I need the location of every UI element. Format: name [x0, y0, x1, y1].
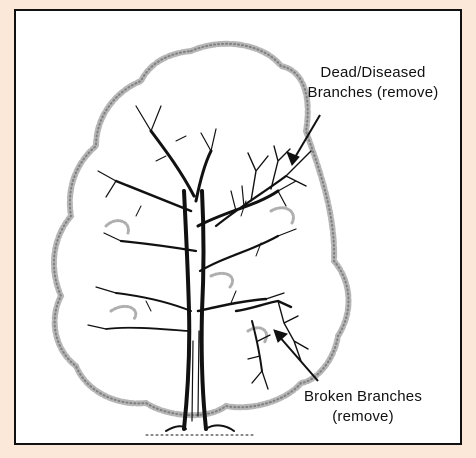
diagram-panel: Dead/Diseased Branches (remove) Broken B…: [14, 9, 462, 445]
dead-branches-label-line1: Dead/Diseased: [288, 63, 458, 83]
dead-branches-label: Dead/Diseased Branches (remove): [288, 63, 458, 103]
tree-trunk: [146, 191, 256, 435]
broken-branches-label-line1: Broken Branches: [288, 387, 438, 407]
broken-branches: [236, 301, 308, 389]
broken-branches-arrow: [278, 335, 318, 381]
broken-branches-label: Broken Branches (remove): [288, 387, 438, 427]
dead-branches-label-line2: Branches (remove): [288, 83, 458, 103]
tree-branches: [88, 106, 296, 331]
broken-branches-label-line2: (remove): [288, 407, 438, 427]
broken-branches-arrowhead: [274, 330, 287, 342]
